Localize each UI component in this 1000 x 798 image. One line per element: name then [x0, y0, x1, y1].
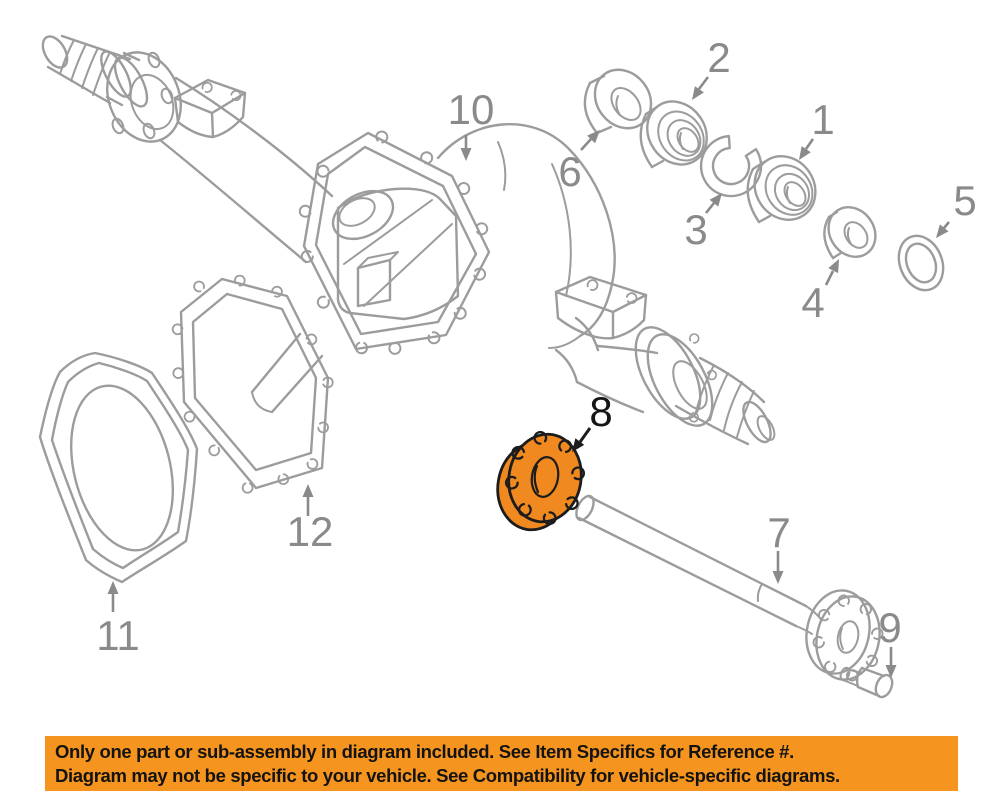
part-5-seal-ring: [897, 234, 945, 292]
callout-5: 5: [936, 177, 977, 238]
callout-2-arrow: [697, 76, 710, 90]
callout-12: 12: [287, 484, 334, 555]
callout-6-arrow: [580, 138, 592, 151]
callout-3-arrow: [704, 202, 716, 214]
callout-1-label: 1: [811, 96, 834, 143]
part-6-bearing-cup: [583, 68, 653, 135]
disclaimer-line-2: Diagram may not be specific to your vehi…: [55, 765, 840, 786]
callout-12-label: 12: [287, 508, 334, 555]
part-9-wheel-stud: [839, 666, 894, 699]
callout-7-label: 7: [767, 509, 790, 556]
callout-5-arrow: [943, 221, 950, 229]
callout-11-label: 11: [96, 612, 140, 659]
callout-6: 6: [558, 130, 600, 195]
callout-7: 7: [767, 509, 791, 584]
pinion-splined-end: [41, 34, 149, 108]
callout-2: 2: [692, 34, 731, 100]
callout-4: 4: [801, 259, 839, 326]
disclaimer-line-1: Only one part or sub-assembly in diagram…: [55, 741, 794, 762]
part-2-bearing: [639, 100, 708, 169]
callout-8-arrow: [578, 427, 592, 443]
callout-3: 3: [684, 193, 722, 253]
disclaimer-banner: Only one part or sub-assembly in diagram…: [45, 736, 958, 791]
left-spring-perch: [173, 78, 247, 139]
callout-4-label: 4: [801, 279, 824, 326]
callout-5-label: 5: [953, 177, 976, 224]
part-4-washer: [823, 206, 877, 260]
part-12-cover-gasket: [169, 272, 336, 496]
axle-shaft-flange: [805, 589, 884, 682]
callout-9-label: 9: [878, 604, 901, 651]
part-7-axle-shaft: [575, 494, 884, 682]
differential-dome: [436, 123, 616, 349]
callout-2-label: 2: [707, 34, 730, 81]
callout-6-label: 6: [558, 148, 581, 195]
callout-1-arrow: [804, 138, 815, 150]
part-1-bearing: [746, 155, 817, 224]
left-tube-top-edge: [174, 76, 334, 198]
lower-left-tube-stub: [250, 332, 324, 414]
callout-10-label: 10: [448, 86, 495, 133]
axle-housing-drawing: [41, 34, 776, 446]
right-tube-end-flange: [634, 326, 776, 446]
callout-8-highlighted: 8: [572, 388, 613, 452]
callout-4-arrow: [824, 270, 835, 286]
part-11-differential-cover: [38, 351, 199, 584]
callout-3-label: 3: [684, 206, 707, 253]
right-spring-perch: [554, 275, 648, 340]
callout-8-label: 8: [589, 388, 612, 435]
part-8-highlighted-flange: [496, 430, 586, 532]
callout-11: 11: [96, 581, 140, 659]
callout-1: 1: [799, 96, 835, 160]
callout-10: 10: [448, 86, 495, 161]
callout-9: 9: [878, 604, 902, 678]
left-tube-bottom-edge: [158, 138, 308, 264]
right-tube-neck: [554, 316, 659, 414]
differential-housing-face: [297, 128, 491, 357]
